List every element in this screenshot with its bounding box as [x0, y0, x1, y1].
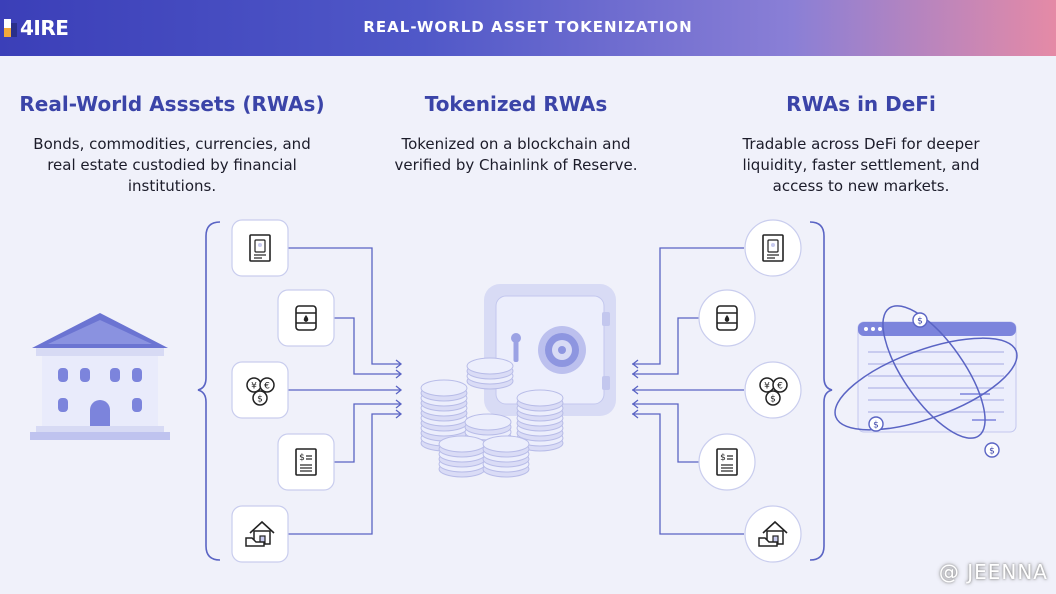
- real-estate-hand-icon: [744, 505, 802, 563]
- bank-building-icon: [30, 313, 170, 440]
- header-bar: 4IRE REAL-WORLD ASSET TOKENIZATION: [0, 0, 1056, 56]
- defi-app-window-icon: [834, 305, 1018, 458]
- invoice-document-icon: [277, 433, 335, 491]
- right-asset-tiles: [698, 219, 802, 563]
- column-desc-tokenized: Tokenized on a blockchain and verified b…: [394, 135, 638, 174]
- vault-safe-icon: [484, 284, 616, 416]
- logo-text: 4IRE: [20, 16, 69, 40]
- right-bracket: [809, 221, 833, 561]
- invoice-document-icon: [698, 433, 756, 491]
- bond-document-icon: [744, 219, 802, 277]
- watermark: @ JEENNA: [938, 560, 1048, 584]
- column-title-rwas: Real-World Asssets (RWAs): [19, 92, 325, 116]
- column-desc-defi: Tradable across DeFi for deeper liquidit…: [742, 135, 980, 195]
- page-title: REAL-WORLD ASSET TOKENIZATION: [363, 18, 693, 36]
- left-bracket: [197, 221, 221, 561]
- oil-barrel-icon: [277, 289, 335, 347]
- oil-barrel-icon: [698, 289, 756, 347]
- brand-logo[interactable]: 4IRE: [4, 14, 69, 42]
- left-asset-tiles: [231, 219, 335, 563]
- column-desc-rwas: Bonds, commodities, currencies, and real…: [33, 135, 311, 195]
- column-title-defi: RWAs in DeFi: [786, 92, 936, 116]
- bond-document-icon: [231, 219, 289, 277]
- right-connectors: [632, 247, 744, 535]
- left-connectors: [288, 247, 400, 535]
- column-title-tokenized: Tokenized RWAs: [424, 92, 608, 116]
- currency-coins-icon: [744, 361, 802, 419]
- currency-coins-icon: [231, 361, 289, 419]
- real-estate-hand-icon: [231, 505, 289, 563]
- logo-mark-icon: [4, 19, 17, 37]
